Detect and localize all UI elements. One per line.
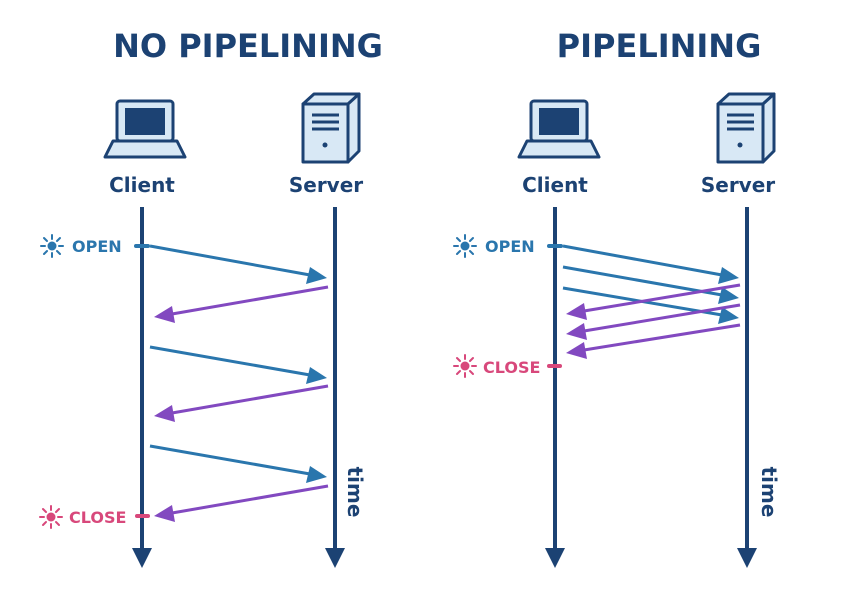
request-arrow [149,244,327,284]
client-label: Client [109,173,175,197]
panel-pipelining: PIPELINING Client Server [453,27,781,568]
time-label: time [757,467,781,518]
open-label: OPEN [485,237,535,256]
open-sun-icon [40,234,64,258]
request-arrow [149,345,327,384]
server-timeline [325,207,345,568]
server-label: Server [701,173,775,197]
response-arrow [566,303,741,340]
server-label: Server [289,173,363,197]
time-label: time [343,467,367,518]
server-icon [301,92,361,164]
request-arrow [562,244,739,284]
client-label: Client [522,173,588,197]
server-icon [716,92,776,164]
panel-title: NO PIPELINING [113,27,383,65]
panel-no-pipelining: NO PIPELINING Client Server [39,27,383,568]
request-arrow [562,265,739,304]
close-label: CLOSE [483,358,540,377]
response-arrow [154,384,329,422]
response-arrow [154,484,329,522]
response-arrow [154,285,329,323]
response-arrow [566,323,741,359]
panel-title: PIPELINING [557,27,762,65]
server-timeline [737,207,757,568]
open-sun-icon [453,234,477,258]
client-timeline [545,207,565,568]
laptop-icon [517,99,601,159]
request-arrow [149,444,327,483]
response-arrow [566,283,741,320]
close-label: CLOSE [69,508,126,527]
client-timeline [132,207,152,568]
open-label: OPEN [72,237,122,256]
close-sun-icon [39,505,63,529]
close-sun-icon [453,354,477,378]
laptop-icon [103,99,187,159]
